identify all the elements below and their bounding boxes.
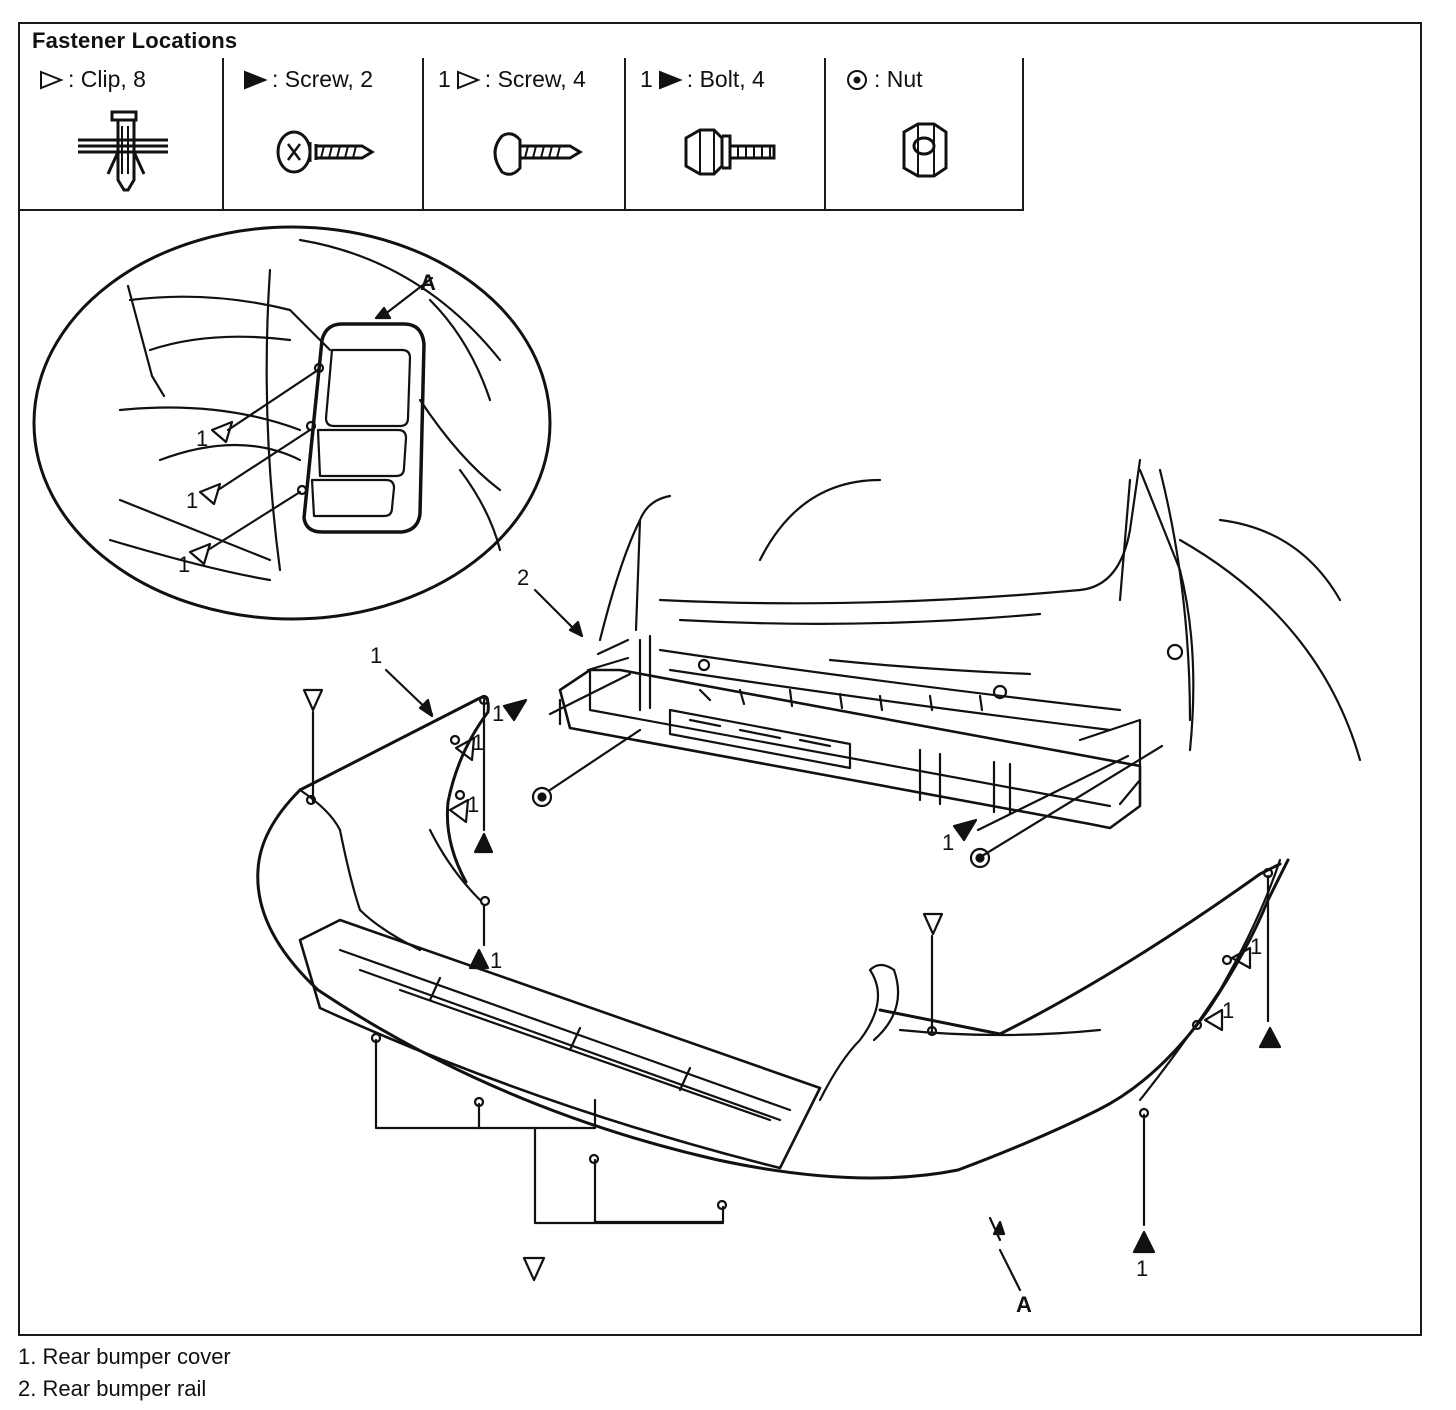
callout-1: 1 <box>186 488 198 513</box>
fastener-label: : Nut <box>826 66 1022 93</box>
callout-1: 1 <box>178 552 190 577</box>
nut-markers <box>531 786 991 869</box>
nut-circle-icon <box>847 69 867 90</box>
callout-2: 2 <box>517 565 529 590</box>
callout-a: A <box>420 270 436 295</box>
legend-item: 2. Rear bumper rail <box>18 1376 207 1401</box>
fastener-cell-nut: : Nut <box>826 58 1024 211</box>
fastener-label: : Screw, 2 <box>224 66 422 93</box>
detail-inset <box>32 225 552 621</box>
page-title: Fastener Locations <box>32 28 238 53</box>
open-triangle-icon <box>40 70 64 89</box>
fastener-label: 1 : Bolt, 4 <box>640 66 765 92</box>
open-triangle-icon <box>456 70 481 89</box>
clip-icon <box>78 110 168 192</box>
filled-triangle-icon <box>244 70 268 89</box>
screw-icon <box>276 130 375 174</box>
fastener-cell-screw-1: 1 : Screw, 4 <box>424 58 626 211</box>
leader-lines <box>311 588 1270 1292</box>
callout-1: 1 <box>472 730 484 755</box>
nut-icon <box>902 122 948 178</box>
bumper-diagram: A A 1 2 1 1 1 1 1 1 1 1 1 1 1 <box>32 225 1362 1317</box>
callout-1: 1 <box>492 701 504 726</box>
callout-1: 1 <box>942 830 954 855</box>
bolt-icon <box>684 128 776 176</box>
callout-1: 1 <box>1136 1256 1148 1281</box>
fastener-label: 1 : Screw, 4 <box>438 66 586 92</box>
fastener-label: : Clip, 8 <box>20 66 222 93</box>
callout-a: A <box>1016 1292 1032 1317</box>
bumper-cover <box>256 694 1290 1211</box>
open-triangle-markers <box>188 420 1252 1282</box>
vehicle-body <box>598 458 1362 762</box>
callout-1: 1 <box>490 948 502 973</box>
callout-1: 1 <box>1222 998 1234 1023</box>
fastener-cell-bolt: 1 : Bolt, 4 <box>626 58 826 211</box>
arrowheads <box>374 306 1006 1236</box>
filled-triangle-markers <box>468 698 1282 1254</box>
diagram-frame <box>18 22 1422 1336</box>
callout-1: 1 <box>370 643 382 668</box>
callout-1: 1 <box>467 792 479 817</box>
callout-1: 1 <box>1250 934 1262 959</box>
bumper-rail <box>558 634 1142 830</box>
filled-triangle-icon <box>658 70 683 89</box>
callout-1: 1 <box>196 426 208 451</box>
fastener-cell-clip: : Clip, 8 <box>20 58 224 211</box>
pan-screw-icon <box>493 132 583 176</box>
legend-item: 1. Rear bumper cover <box>18 1344 231 1369</box>
fastener-cell-screw: : Screw, 2 <box>224 58 424 211</box>
